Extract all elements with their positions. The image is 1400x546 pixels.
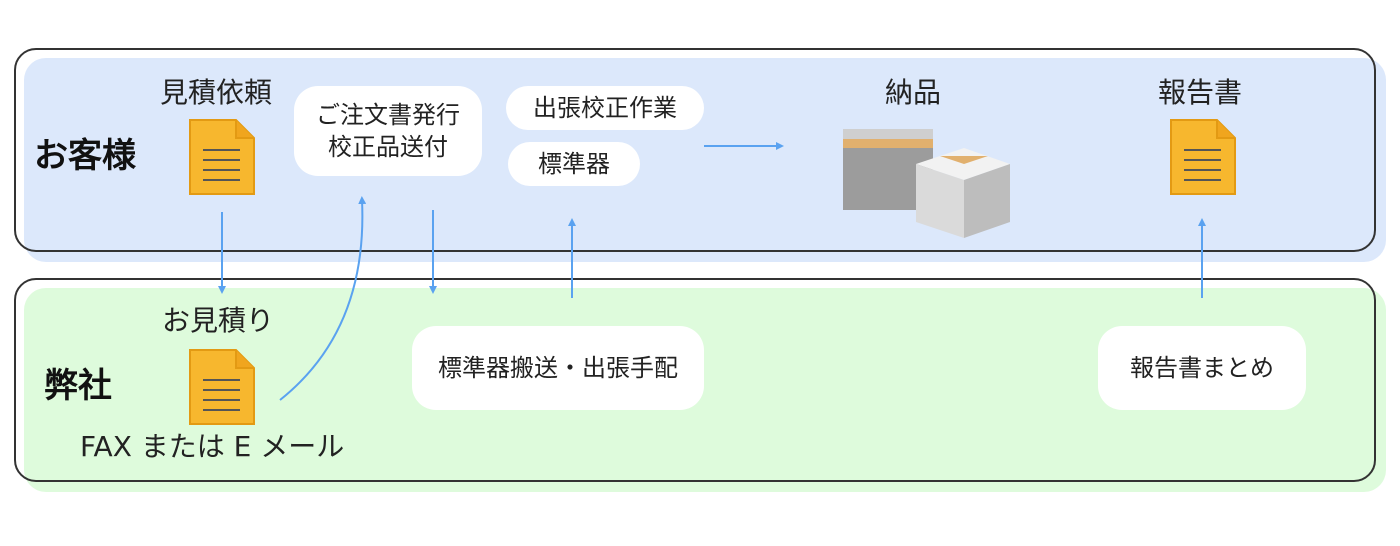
document-icon bbox=[1170, 119, 1236, 195]
delivery-label: 納品 bbox=[885, 76, 942, 109]
order-bubble-line1: ご注文書発行 bbox=[316, 100, 460, 129]
document-icon bbox=[189, 119, 255, 195]
document-icon bbox=[189, 349, 255, 425]
arrow-quotation-to-order bbox=[279, 196, 367, 401]
report-label: 報告書 bbox=[1158, 76, 1243, 109]
standard-equipment-label: 標準器 bbox=[538, 149, 610, 178]
report-summary-label: 報告書まとめ bbox=[1130, 353, 1274, 382]
onsite-work-bubble: 出張校正作業 bbox=[506, 86, 704, 130]
onsite-work-label: 出張校正作業 bbox=[533, 93, 677, 122]
customer-lane-title: お客様 bbox=[34, 136, 136, 176]
order-bubble-line2: 校正品送付 bbox=[328, 133, 448, 161]
customer-lane-frame bbox=[14, 48, 1376, 252]
report-summary-bubble: 報告書まとめ bbox=[1098, 326, 1306, 410]
quotation-label: お見積り bbox=[162, 304, 275, 337]
estimate-request-label: 見積依頼 bbox=[160, 76, 273, 109]
boxes-icon bbox=[843, 129, 1010, 238]
company-lane-frame bbox=[14, 278, 1376, 482]
quotation-method-label: FAX または E メール bbox=[80, 430, 345, 463]
transport-bubble: 標準器搬送・出張手配 bbox=[412, 326, 704, 410]
standard-equipment-bubble: 標準器 bbox=[508, 142, 640, 186]
transport-bubble-label: 標準器搬送・出張手配 bbox=[438, 353, 678, 382]
company-lane-title: 弊社 bbox=[44, 366, 112, 406]
order-bubble: ご注文書発行 校正品送付 bbox=[294, 86, 482, 176]
